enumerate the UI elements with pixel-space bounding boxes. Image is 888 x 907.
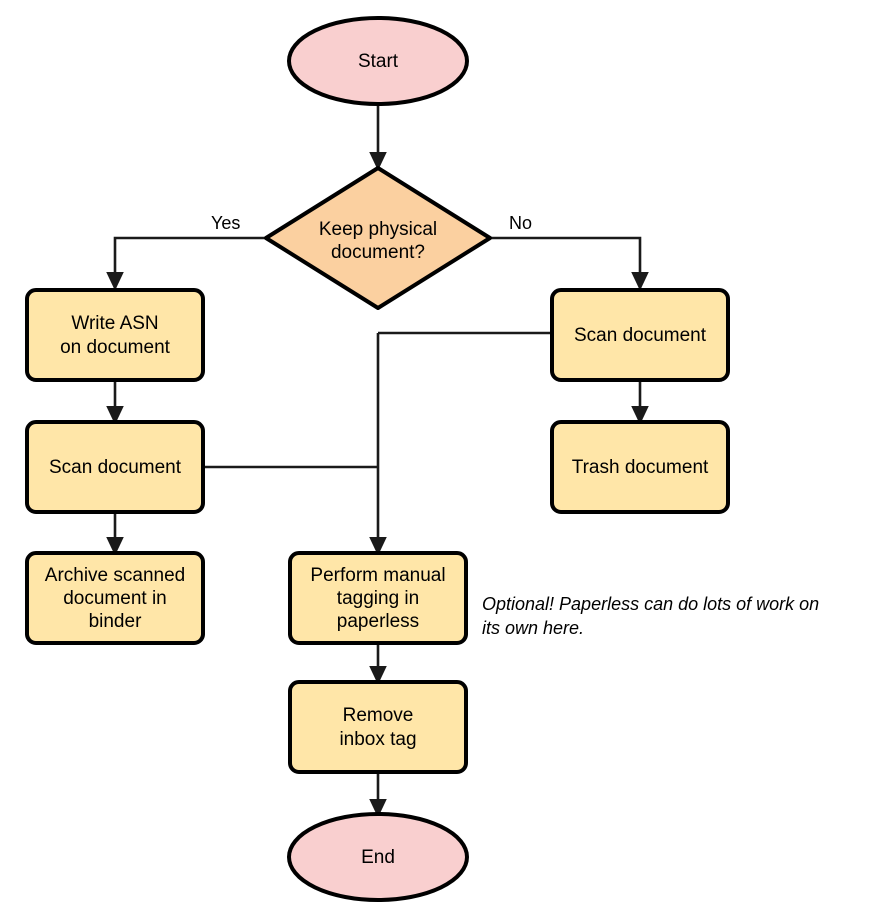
scan-document-left-box[interactable] <box>25 420 205 514</box>
decision-label-line2: document? <box>331 242 425 263</box>
node-start[interactable]: Start <box>287 16 469 106</box>
decision-label-line1: Keep physical <box>319 219 437 240</box>
node-end[interactable]: End <box>287 812 469 902</box>
edge-decision-yes-to-write-asn <box>106 236 266 291</box>
scan-document-right-label: Scan document <box>574 325 707 346</box>
trash-document-box[interactable] <box>550 420 730 514</box>
remove-inbox-label-line1: Remove <box>343 705 414 726</box>
optional-note-line2: its own here. <box>482 618 584 638</box>
node-write-asn-on-document[interactable]: Write ASN on document <box>25 288 205 382</box>
node-scan-document-right[interactable]: Scan document <box>550 288 730 382</box>
edge-layer <box>106 103 649 818</box>
node-scan-document-left[interactable]: Scan document <box>25 420 205 514</box>
archive-label-line3: binder <box>89 611 142 632</box>
tagging-box[interactable] <box>288 551 468 645</box>
archive-label-line1: Archive scanned <box>45 565 185 586</box>
write-asn-label-line2: on document <box>60 337 171 358</box>
decision-diamond[interactable] <box>264 166 492 310</box>
edge-label-no: No <box>509 213 532 233</box>
edge-decision-no-to-scan-right <box>490 236 649 291</box>
archive-label-line2: document in <box>63 588 167 609</box>
write-asn-box[interactable] <box>25 288 205 382</box>
node-decision-keep-physical-document[interactable]: Keep physical document? <box>264 166 492 310</box>
scan-document-right-box[interactable] <box>550 288 730 382</box>
remove-inbox-label-line2: inbox tag <box>339 729 416 750</box>
tagging-label-line1: Perform manual <box>310 565 445 586</box>
write-asn-label-line1: Write ASN <box>71 313 158 334</box>
start-ellipse[interactable] <box>287 16 469 106</box>
node-perform-manual-tagging[interactable]: Perform manual tagging in paperless <box>288 551 468 645</box>
end-ellipse[interactable] <box>287 812 469 902</box>
node-trash-document[interactable]: Trash document <box>550 420 730 514</box>
trash-document-label: Trash document <box>572 457 709 478</box>
tagging-label-line2: tagging in <box>337 588 419 609</box>
node-remove-inbox-tag[interactable]: Remove inbox tag <box>288 680 468 774</box>
node-archive-scanned-document[interactable]: Archive scanned document in binder <box>25 551 205 645</box>
tagging-label-line3: paperless <box>337 611 419 632</box>
annotation-optional-note: Optional! Paperless can do lots of work … <box>482 594 819 638</box>
end-label: End <box>361 847 395 868</box>
edge-label-yes: Yes <box>211 213 240 233</box>
remove-inbox-tag-box[interactable] <box>288 680 468 774</box>
optional-note-line1: Optional! Paperless can do lots of work … <box>482 594 819 614</box>
start-label: Start <box>358 51 399 72</box>
scan-document-left-label: Scan document <box>49 457 182 478</box>
archive-box[interactable] <box>25 551 205 645</box>
